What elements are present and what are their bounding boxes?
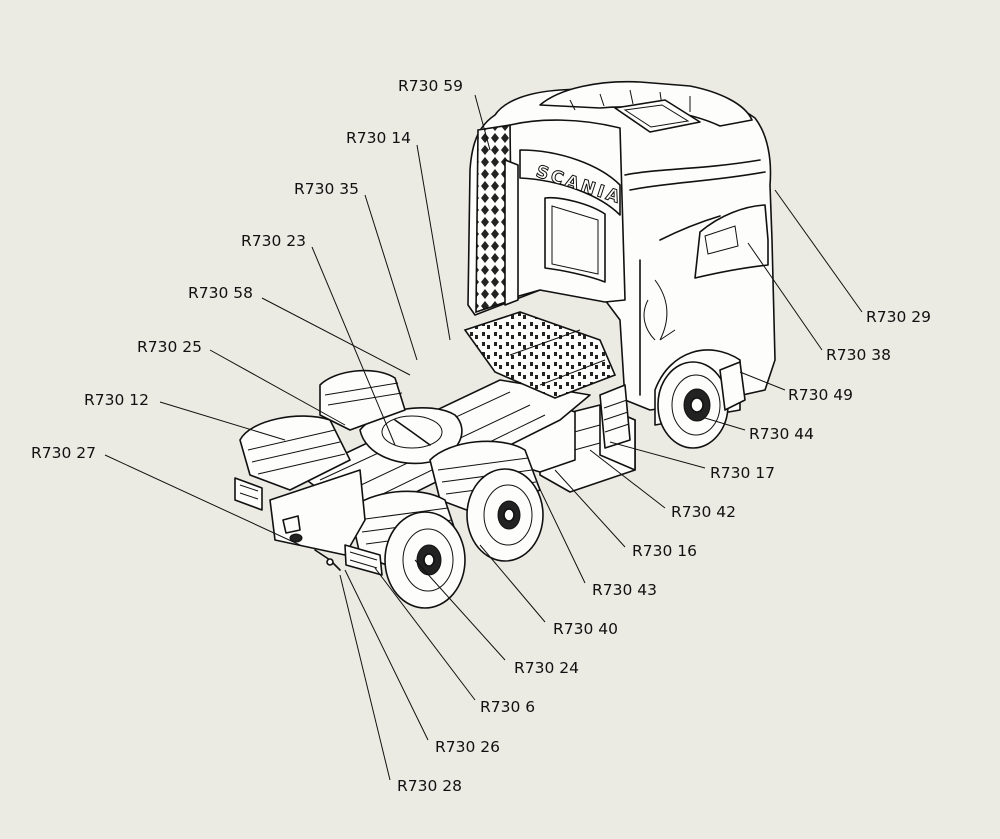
callout-r730-25: R730 25 <box>137 338 202 356</box>
leader-1 <box>474 94 491 151</box>
leader-12 <box>704 417 746 431</box>
callout-r730-6: R730 6 <box>480 698 535 716</box>
deck-plate <box>463 311 617 399</box>
callout-r730-40: R730 40 <box>553 620 618 638</box>
callout-r730-29: R730 29 <box>866 308 931 326</box>
callout-r730-43: R730 43 <box>592 581 657 599</box>
leader-11 <box>739 371 786 391</box>
callout-r730-44: R730 44 <box>749 425 814 443</box>
leader-10 <box>747 242 823 351</box>
callout-r730-14: R730 14 <box>346 129 411 147</box>
leader-lines <box>104 94 863 781</box>
leader-21 <box>339 574 391 781</box>
callout-r730-35: R730 35 <box>294 180 359 198</box>
callout-r730-27: R730 27 <box>31 444 96 462</box>
rear-wheel-1 <box>466 468 544 562</box>
leader-7 <box>159 401 286 441</box>
leader-19 <box>374 567 476 701</box>
leader-14 <box>589 449 666 509</box>
leader-16 <box>536 482 586 584</box>
callout-r730-38: R730 38 <box>826 346 891 364</box>
side-window <box>694 204 769 279</box>
front-wheel <box>657 361 729 449</box>
callout-labels: R730 59 R730 14 R730 35 R730 23 R730 58 … <box>31 77 931 795</box>
leader-13 <box>609 441 706 469</box>
rear-wheel-2 <box>384 511 466 609</box>
callout-r730-28: R730 28 <box>397 777 462 795</box>
leader-18 <box>414 559 506 661</box>
leader-9 <box>774 189 863 313</box>
leader-15 <box>554 469 626 548</box>
rear-window <box>544 196 606 283</box>
leader-6 <box>209 349 346 426</box>
callout-r730-17: R730 17 <box>710 464 775 482</box>
leader-17 <box>479 544 546 623</box>
callout-r730-49: R730 49 <box>788 386 853 404</box>
callout-r730-59: R730 59 <box>398 77 463 95</box>
truck-illustration: SCANIA <box>234 80 776 609</box>
leader-2 <box>416 144 451 341</box>
callout-r730-58: R730 58 <box>188 284 253 302</box>
leader-8 <box>104 454 301 546</box>
callout-r730-24: R730 24 <box>514 659 579 677</box>
callout-r730-42: R730 42 <box>671 503 736 521</box>
callout-r730-26: R730 26 <box>435 738 500 756</box>
leader-5 <box>261 297 411 376</box>
callout-r730-23: R730 23 <box>241 232 306 250</box>
leader-3 <box>364 194 418 361</box>
callout-r730-12: R730 12 <box>84 391 149 409</box>
leader-20 <box>344 569 429 741</box>
callout-r730-16: R730 16 <box>632 542 697 560</box>
